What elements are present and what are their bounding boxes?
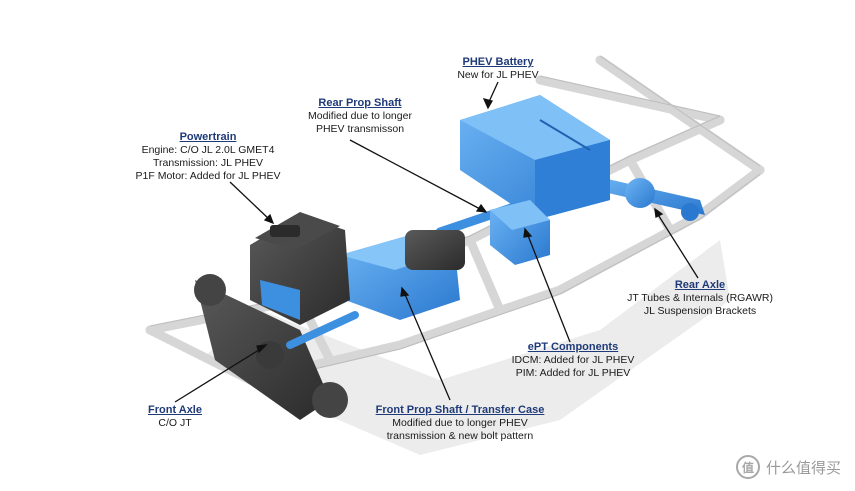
callout-title: Front Prop Shaft / Transfer Case bbox=[375, 404, 545, 416]
callout-title: ePT Components bbox=[527, 341, 619, 353]
front-prop-shaft bbox=[286, 311, 359, 349]
callout-front-prop-shaft: Front Prop Shaft / Transfer Case Modifie… bbox=[360, 404, 560, 443]
callout-ept-components: ePT Components IDCM: Added for JL PHEV P… bbox=[498, 341, 648, 380]
callout-title: Powertrain bbox=[179, 131, 237, 143]
callout-title: Rear Axle bbox=[674, 279, 726, 291]
callout-line: Modified due to longer PHEV bbox=[392, 417, 528, 429]
callout-line: PHEV transmisson bbox=[315, 123, 405, 135]
watermark-logo-icon: 值 bbox=[735, 455, 760, 479]
callout-line: JL Suspension Brackets bbox=[643, 305, 757, 317]
callout-line: Modified due to longer bbox=[308, 110, 412, 122]
chassis-frame-edges bbox=[149, 55, 761, 385]
engine bbox=[250, 212, 350, 325]
callout-phev-battery: PHEV Battery New for JL PHEV bbox=[438, 56, 558, 82]
phev-battery bbox=[460, 95, 610, 220]
callout-line: transmission & new bolt pattern bbox=[386, 430, 534, 442]
callout-rear-prop-shaft: Rear Prop Shaft Modified due to longer P… bbox=[290, 97, 430, 136]
callout-line: JT Tubes & Internals (RGAWR) bbox=[627, 292, 773, 304]
callout-line: IDCM: Added for JL PHEV bbox=[511, 354, 635, 366]
callout-line: Engine: C/O JL 2.0L GMET4 bbox=[141, 144, 275, 156]
callout-line: C/O JT bbox=[158, 417, 192, 429]
front-axle bbox=[194, 274, 348, 420]
watermark: 值 什么值得买 bbox=[735, 455, 841, 479]
callout-line: PIM: Added for JL PHEV bbox=[515, 367, 631, 379]
callout-line: New for JL PHEV bbox=[457, 69, 539, 81]
callout-title: Front Axle bbox=[148, 404, 202, 416]
watermark-text: 什么值得买 bbox=[765, 459, 841, 477]
callout-title: PHEV Battery bbox=[462, 56, 534, 68]
callout-front-axle: Front Axle C/O JT bbox=[130, 404, 220, 430]
transmission bbox=[340, 230, 465, 320]
callout-line: P1F Motor: Added for JL PHEV bbox=[135, 170, 281, 182]
callout-rear-axle: Rear Axle JT Tubes & Internals (RGAWR) J… bbox=[614, 279, 786, 318]
leader-lines bbox=[174, 81, 699, 403]
callout-title: Rear Prop Shaft bbox=[318, 97, 402, 109]
callout-powertrain: Powertrain Engine: C/O JL 2.0L GMET4 Tra… bbox=[128, 131, 288, 183]
ept-components bbox=[490, 200, 550, 265]
callout-line: Transmission: JL PHEV bbox=[152, 157, 264, 169]
